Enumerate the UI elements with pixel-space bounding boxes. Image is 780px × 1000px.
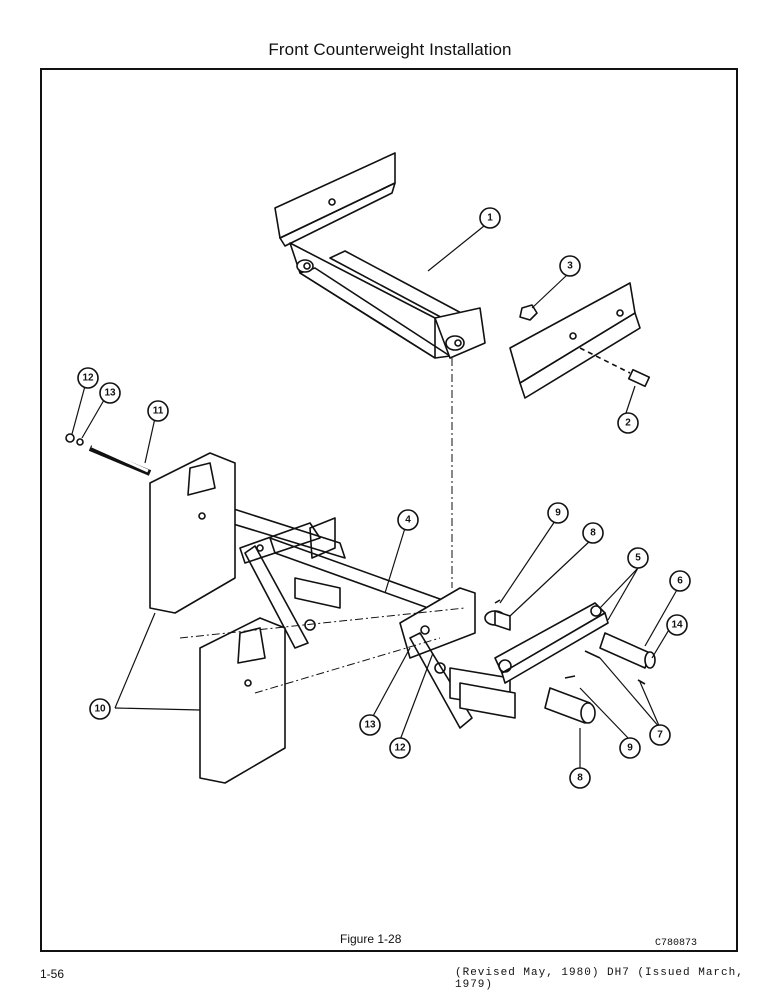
svg-text:5: 5 xyxy=(635,553,641,564)
svg-text:11: 11 xyxy=(153,406,164,417)
callout-4: 4 xyxy=(397,509,419,531)
callout-13-bottom: 13 xyxy=(359,714,381,736)
callout-8-bottom: 8 xyxy=(569,767,591,789)
counterweight-upper xyxy=(149,452,236,614)
callout-8-top: 8 xyxy=(582,522,604,544)
svg-text:9: 9 xyxy=(627,743,633,754)
callout-6: 6 xyxy=(669,570,691,592)
callout-13-top: 13 xyxy=(99,382,121,404)
nut-3 xyxy=(519,304,538,321)
svg-text:13: 13 xyxy=(104,388,116,399)
svg-text:8: 8 xyxy=(577,773,583,784)
svg-text:14: 14 xyxy=(671,620,683,631)
frame-bracket xyxy=(274,152,641,399)
svg-text:7: 7 xyxy=(657,730,663,741)
callout-14: 14 xyxy=(666,614,688,636)
svg-text:4: 4 xyxy=(405,515,411,526)
callout-7: 7 xyxy=(649,724,671,746)
pin-upper xyxy=(484,610,511,631)
svg-text:1: 1 xyxy=(487,213,493,224)
callout-1: 1 xyxy=(479,207,501,229)
page-number: 1-56 xyxy=(40,967,65,981)
drawing-id: C780873 xyxy=(655,938,698,949)
revision-note: (Revised May, 1980) DH7 (Issued March, 1… xyxy=(455,967,744,991)
link-plates xyxy=(494,602,609,684)
bolt-11 xyxy=(88,444,152,476)
figure-frame xyxy=(40,68,738,952)
counterweight-lower xyxy=(199,617,286,784)
lower-frame xyxy=(214,502,516,729)
callout-5: 5 xyxy=(627,547,649,569)
svg-text:6: 6 xyxy=(677,576,683,587)
callout-12-top: 12 xyxy=(77,367,99,389)
svg-text:2: 2 xyxy=(625,418,631,429)
callout-9-top: 9 xyxy=(547,502,569,524)
svg-text:8: 8 xyxy=(590,528,596,539)
svg-text:12: 12 xyxy=(82,373,94,384)
bolt-2 xyxy=(579,347,651,388)
svg-text:12: 12 xyxy=(394,743,406,754)
pin-lower xyxy=(544,687,596,724)
callout-10: 10 xyxy=(89,698,111,720)
callout-11: 11 xyxy=(147,400,169,422)
svg-text:3: 3 xyxy=(567,261,573,272)
callout-2: 2 xyxy=(617,412,639,434)
page-title: Front Counterweight Installation xyxy=(268,40,512,59)
svg-text:9: 9 xyxy=(555,508,561,519)
callout-9-bottom: 9 xyxy=(619,737,641,759)
svg-text:13: 13 xyxy=(364,720,376,731)
counterweight-exploded-diagram: 1 3 2 12 13 11 4 9 8 5 6 14 7 9 8 10 13 … xyxy=(65,152,691,789)
svg-text:10: 10 xyxy=(94,704,106,715)
pin-6 xyxy=(599,632,656,669)
figure-caption: Figure 1-28 xyxy=(340,932,402,946)
callout-3: 3 xyxy=(559,255,581,277)
callout-12-bottom: 12 xyxy=(389,737,411,759)
